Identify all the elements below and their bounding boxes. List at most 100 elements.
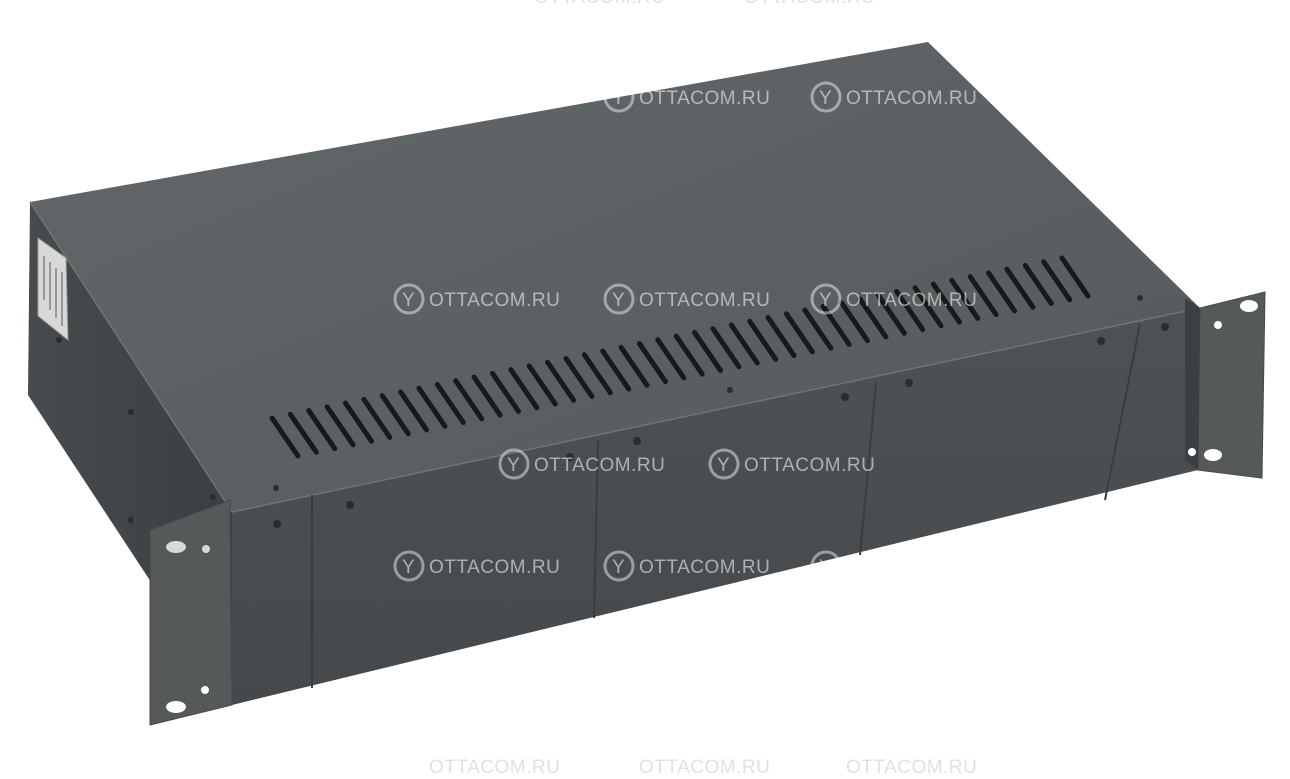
screw	[273, 520, 281, 528]
ottacom-logo-icon	[499, 0, 529, 12]
vent-slot	[783, 311, 815, 355]
watermark-text: OTTACOM.RU	[846, 557, 977, 578]
screw	[128, 517, 134, 523]
vent-slot	[986, 270, 1018, 314]
vent-slot	[416, 385, 448, 429]
ear-hole	[201, 686, 209, 694]
vent-slot	[1004, 266, 1036, 310]
screw	[346, 501, 354, 509]
vent-slot	[1059, 255, 1091, 299]
vent-slot	[434, 382, 466, 426]
ear-hole	[1188, 448, 1196, 456]
vent-slot	[618, 344, 650, 388]
right-ear-side	[1185, 298, 1200, 470]
watermark-text: OTTACOM.RU	[846, 88, 977, 109]
vent-slot	[857, 296, 889, 340]
vent-slot	[342, 400, 374, 444]
ear-hole	[166, 541, 186, 553]
vent-slot	[802, 307, 834, 351]
vent-slot	[306, 408, 338, 452]
screws	[56, 295, 1169, 528]
vent-slot	[508, 367, 540, 411]
vent-slot	[269, 415, 301, 459]
ear-hole	[1214, 321, 1222, 329]
watermark: Y OTTACOM.RU	[393, 81, 560, 113]
screw	[566, 453, 574, 461]
vent-slot	[949, 277, 981, 321]
vent-slot	[930, 281, 962, 325]
watermark-logo-letter: Y	[612, 757, 625, 778]
watermark-logo-letter: Y	[402, 557, 415, 578]
ottacom-logo-icon	[709, 0, 739, 12]
watermark: Y OTTACOM.RU	[393, 283, 560, 315]
vent-slot	[287, 411, 319, 455]
sticker-lines	[43, 256, 63, 326]
vent-slot	[1041, 259, 1073, 303]
ottacom-logo-icon	[498, 448, 530, 480]
ottacom-logo-icon	[603, 81, 635, 113]
watermark: Y OTTACOM.RU	[393, 550, 560, 582]
vent-slot	[398, 389, 430, 433]
vent-slot	[581, 352, 613, 396]
watermark-text: OTTACOM.RU	[639, 88, 770, 109]
vent-slot	[710, 326, 742, 370]
screw	[841, 393, 849, 401]
watermark-text: OTTACOM.RU	[429, 757, 560, 778]
watermark-logo-letter: Y	[612, 557, 625, 578]
vent-slot	[747, 318, 779, 362]
watermark-logo-letter: Y	[717, 455, 730, 476]
watermark-logo-letter: Y	[402, 88, 415, 109]
watermark-text: OTTACOM.RU	[639, 290, 770, 311]
watermark-logo-letter: Y	[402, 757, 415, 778]
ear-hole	[202, 545, 210, 553]
vent-slot	[324, 404, 356, 448]
watermark-text: OTTACOM.RU	[639, 557, 770, 578]
vent-slot	[912, 285, 944, 329]
watermark-logo-letter: Y	[612, 290, 625, 311]
vent-slot	[453, 378, 485, 422]
vent-slot	[875, 292, 907, 336]
watermark-logo-letter: Y	[819, 557, 832, 578]
vent-slot	[1022, 262, 1054, 306]
watermark-text: OTTACOM.RU	[744, 0, 875, 8]
ear-hole	[1204, 449, 1222, 461]
screw	[128, 409, 134, 415]
screw	[210, 494, 216, 500]
watermark-logo-letter: Y	[402, 290, 415, 311]
vent-slot	[361, 396, 393, 440]
vent-slot	[471, 374, 503, 418]
slot-divider	[859, 381, 877, 556]
watermark-text: OTTACOM.RU	[429, 290, 560, 311]
screw	[1161, 323, 1169, 331]
watermark-logo-letter: Y	[819, 757, 832, 778]
watermark-logo-letter: Y	[507, 0, 520, 8]
ear-hole	[166, 701, 186, 713]
ottacom-logo-icon	[810, 283, 842, 315]
ottacom-logo-icon	[603, 550, 635, 582]
vent-slot	[728, 322, 760, 366]
front-panel	[232, 308, 1200, 705]
ottacom-logo-icon	[393, 283, 425, 315]
top-edge-highlight	[29, 201, 1201, 513]
vent-slot	[692, 329, 724, 373]
screw	[1097, 337, 1105, 345]
ottacom-logo-icon	[708, 448, 740, 480]
watermark: Y OTTACOM.RU	[810, 550, 977, 582]
watermark: Y OTTACOM.RU	[603, 283, 770, 315]
watermark-text: OTTACOM.RU	[429, 88, 560, 109]
watermark-text: OTTACOM.RU	[846, 757, 977, 778]
vent-slots	[269, 255, 1091, 459]
vent-slot	[526, 363, 558, 407]
watermark-layer: Y OTTACOM.RU Y OTTACOM.RU Y OTTACOM.RU Y OTTACO…	[393, 0, 977, 779]
watermark-text: OTTACOM.RU	[429, 557, 560, 578]
screw	[905, 379, 913, 387]
vent-slot	[563, 355, 595, 399]
screw	[727, 387, 733, 393]
watermark: Y OTTACOM.RU	[810, 750, 977, 779]
vent-slot	[967, 274, 999, 318]
